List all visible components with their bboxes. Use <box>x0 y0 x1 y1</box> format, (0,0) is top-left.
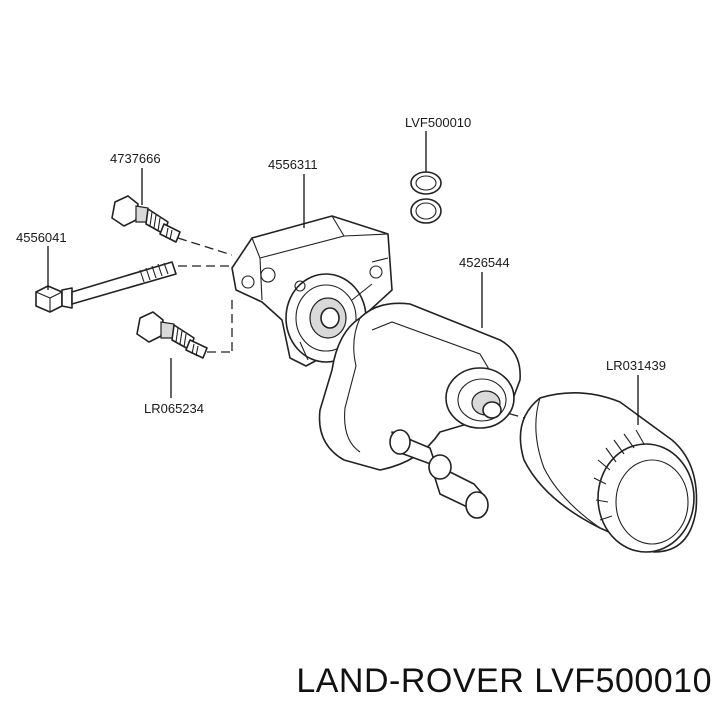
temperature-sensor-bottom <box>136 311 208 359</box>
o-ring-pair <box>410 171 442 224</box>
label-housing: 4556311 <box>268 157 318 172</box>
label-bolt: 4556041 <box>16 230 67 245</box>
oil-cooler <box>318 302 521 519</box>
label-sensor-top: 4737666 <box>110 151 161 166</box>
label-cooler: 4526544 <box>459 255 510 270</box>
label-filter: LR031439 <box>606 358 666 373</box>
mounting-bolt <box>35 261 177 313</box>
footer-title: LAND-ROVER LVF500010 <box>296 662 712 700</box>
temperature-sensor-top <box>111 195 181 243</box>
alignment-line-top <box>177 237 233 256</box>
oil-filter <box>519 392 698 553</box>
label-ring: LVF500010 <box>405 115 471 130</box>
label-sensor-bottom: LR065234 <box>144 401 204 416</box>
